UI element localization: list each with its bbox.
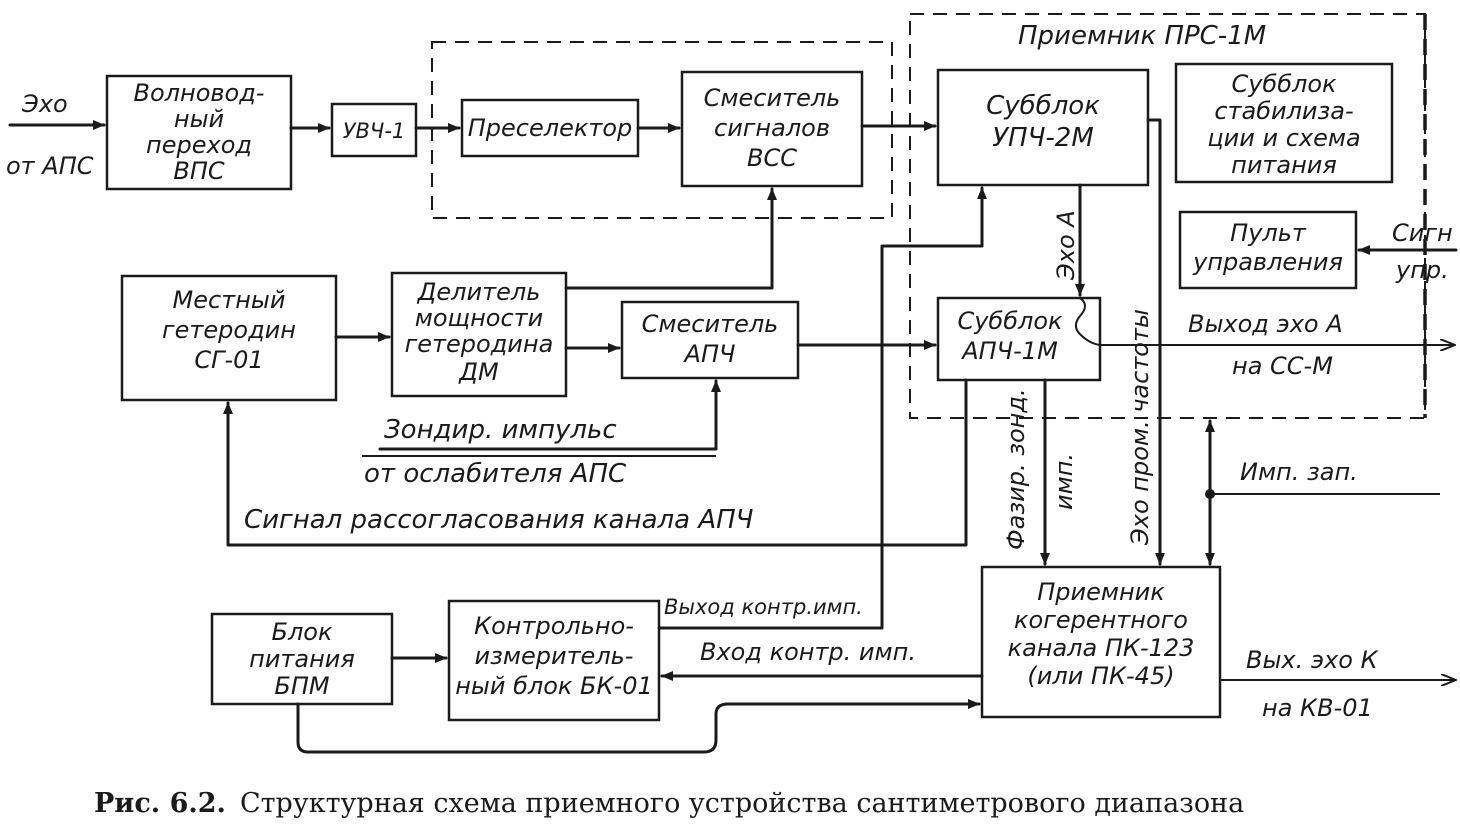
- coherent-line-3: канала ПК-123: [1008, 634, 1195, 662]
- divider-line-3: гетеродина: [405, 330, 554, 358]
- preselector-label: Преселектор: [468, 114, 633, 142]
- mixer-apch-line-2: АПЧ: [683, 340, 736, 368]
- control-panel-block: Пульт управления: [1178, 210, 1358, 290]
- stabilization-block: Субблок стабилиза- ции и схема питания: [1174, 62, 1394, 184]
- control-panel-line-1: Пульт: [1230, 219, 1307, 247]
- stab-line-4: питания: [1231, 151, 1337, 179]
- label-to-kv01: на КВ-01: [1262, 694, 1373, 722]
- label-echo-in-2: от АПС: [6, 152, 94, 180]
- control-meas-line-1: Контрольно-: [474, 612, 634, 640]
- divider-line-4: ДМ: [458, 358, 499, 386]
- label-mismatch-signal: Сигнал рассогласования канала АПЧ: [244, 505, 754, 535]
- control-meas-line-3: ный блок БК-01: [455, 672, 653, 700]
- apch-block: Субблок АПЧ-1М: [936, 296, 1102, 382]
- control-meas-line-2: измеритель-: [475, 642, 634, 670]
- trigger-junction: [1205, 489, 1215, 499]
- coherent-line-4: (или ПК-45): [1027, 662, 1174, 690]
- label-ctrl-pulse-out: Выход контр.имп.: [664, 595, 863, 619]
- uvch-block: УВЧ-1: [330, 102, 418, 158]
- waveguide-line-2: ный: [174, 105, 224, 133]
- local-osc-line-1: Местный: [173, 286, 286, 314]
- waveguide-block: Волновод- ный переход ВПС: [105, 74, 293, 191]
- figure-caption: Рис. 6.2. Структурная схема приемного ус…: [94, 788, 1244, 819]
- apch-line-2: АПЧ-1М: [960, 337, 1058, 365]
- divider-line-1: Делитель: [417, 278, 541, 306]
- label-phasing-1: Фазир. зонд.: [1002, 388, 1030, 550]
- label-trigger-pulse: Имп. зап.: [1240, 458, 1358, 486]
- uvch-label: УВЧ-1: [343, 119, 406, 143]
- wire-output-echo-a-crossing: [1075, 297, 1103, 346]
- control-panel-line-2: управления: [1192, 248, 1343, 276]
- divider-line-2: мощности: [415, 304, 544, 332]
- receiver-prs-title: Приемник ПРС-1М: [1018, 21, 1266, 51]
- local-oscillator-block: Местный гетеродин СГ-01: [120, 274, 338, 402]
- power-supply-block: Блок питания БПМ: [210, 612, 394, 706]
- stab-line-1: Субблок: [1231, 70, 1337, 98]
- label-output-echo-a: Выход эхо А: [1188, 310, 1343, 338]
- receiver-prs-border: [909, 13, 1426, 419]
- upch-block: Субблок УПЧ-2М: [936, 68, 1150, 187]
- upch-line-1: Субблок: [986, 91, 1100, 121]
- mixer-vss-line-2: сигналов: [714, 114, 830, 142]
- apch-line-1: Субблок: [957, 307, 1063, 335]
- label-to-ss-m: на СС-М: [1232, 352, 1333, 380]
- wire-mismatch-signal: [223, 378, 968, 547]
- control-measuring-block: Контрольно- измеритель- ный блок БК-01: [447, 599, 661, 722]
- preselector-block: Преселектор: [460, 98, 640, 158]
- mixer-vss-line-3: ВСС: [747, 144, 797, 172]
- label-signal-ctrl-2: упр.: [1395, 256, 1449, 284]
- power-line-1: Блок: [272, 618, 333, 646]
- label-echo-if: Эхо пром. частоты: [1126, 309, 1154, 546]
- label-signal-ctrl-1: Сигн: [1392, 219, 1453, 247]
- coherent-receiver-block: Приемник когерентного канала ПК-123 (или…: [980, 565, 1222, 719]
- label-from-attenuator: от ослабителя АПС: [364, 459, 627, 489]
- coherent-line-1: Приемник: [1037, 578, 1165, 606]
- hf-group-border: [431, 41, 893, 219]
- power-divider-block: Делитель мощности гетеродина ДМ: [390, 271, 568, 398]
- wire-ctrl-pulse-out: [657, 186, 987, 630]
- wire-echo-if: [1146, 118, 1165, 566]
- connections: [8, 118, 1458, 754]
- stab-line-2: стабилиза-: [1214, 97, 1353, 125]
- figure-caption-label: Рис. 6.2.: [94, 788, 226, 819]
- power-line-2: питания: [249, 645, 355, 673]
- coherent-line-2: когерентного: [1014, 606, 1188, 634]
- label-echo-in-1: Эхо: [21, 90, 68, 118]
- mixer-vss-block: Смеситель сигналов ВСС: [680, 70, 864, 188]
- power-line-3: БПМ: [274, 672, 330, 700]
- figure-caption-text: Структурная схема приемного устройства с…: [240, 788, 1244, 819]
- local-osc-line-3: СГ-01: [194, 346, 263, 374]
- waveguide-line-1: Волновод-: [134, 79, 265, 107]
- mixer-vss-line-1: Смеситель: [704, 84, 841, 112]
- label-sounding-pulse: Зондир. импульс: [384, 415, 617, 445]
- upch-line-2: УПЧ-2М: [992, 123, 1094, 153]
- label-phasing-2: имп.: [1050, 453, 1078, 510]
- wire-power-cable: [296, 699, 981, 754]
- wire-sounding-pulse: [378, 379, 721, 451]
- label-echo-a-vertical: Эхо А: [1052, 210, 1080, 281]
- mixer-apch-block: Смеситель АПЧ: [620, 300, 800, 380]
- wire-divider-mixer-vss: [564, 187, 777, 290]
- local-osc-line-2: гетеродин: [162, 316, 296, 344]
- label-output-echo-k: Вых. эхо К: [1246, 646, 1379, 674]
- mixer-apch-line-1: Смеситель: [642, 310, 779, 338]
- waveguide-line-3: переход: [146, 131, 252, 159]
- waveguide-line-4: ВПС: [173, 157, 225, 185]
- stab-line-3: ции и схема: [1207, 124, 1360, 152]
- label-ctrl-pulse-in: Вход контр. имп.: [700, 638, 916, 666]
